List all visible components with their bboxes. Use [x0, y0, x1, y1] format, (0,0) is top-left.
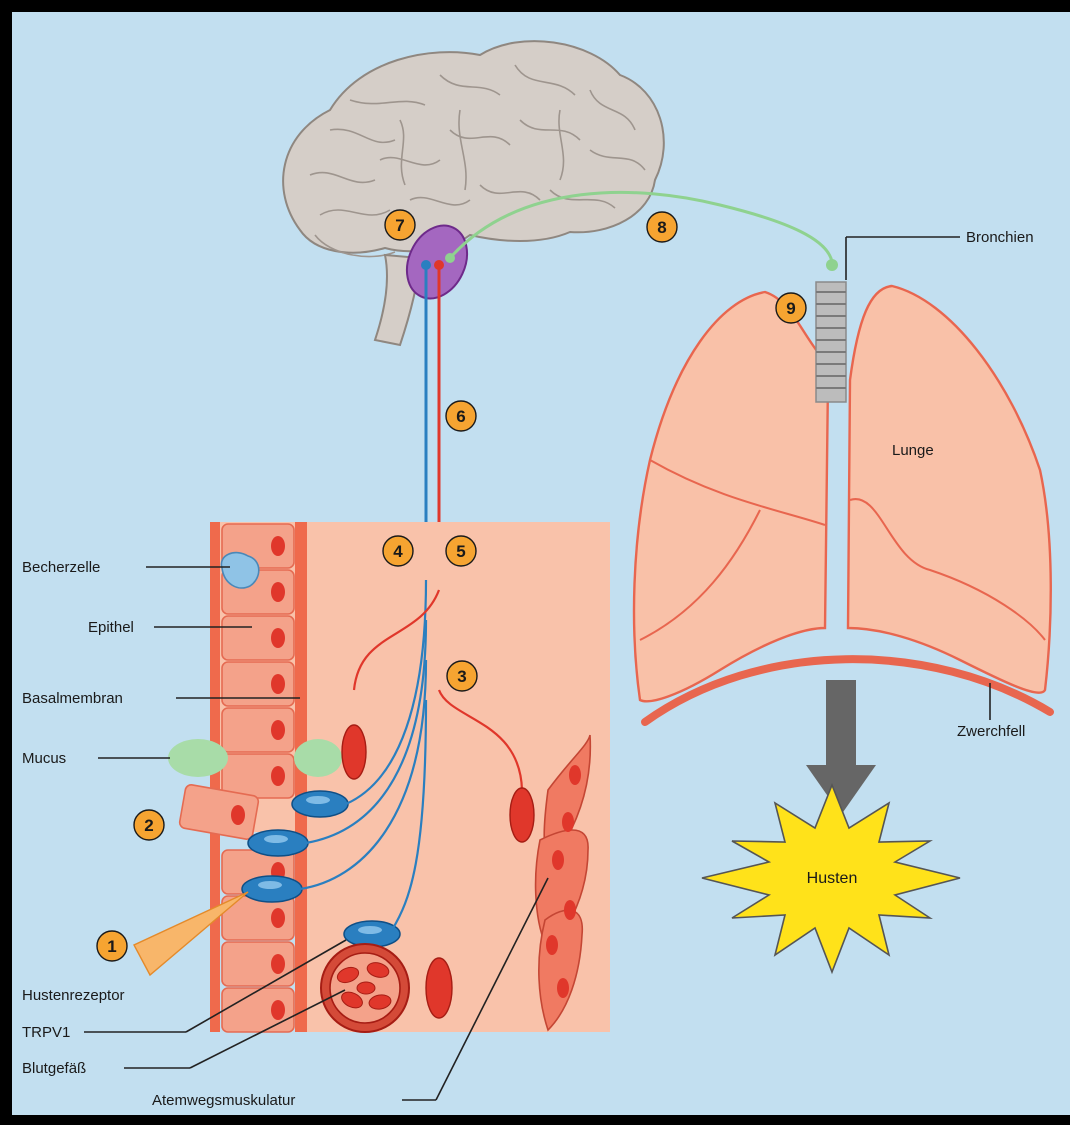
motor-varicosity-right: [510, 788, 534, 842]
step-badge-2: 2: [134, 810, 164, 840]
mucus-right: [294, 739, 342, 777]
label-husten: Husten: [807, 870, 858, 887]
bronchi: [816, 282, 846, 402]
step-badge-1: 1: [97, 931, 127, 961]
label-blutgefaess: Blutgefäß: [22, 1060, 86, 1077]
step-badge-9: 9: [776, 293, 806, 323]
label-trpv1: TRPV1: [22, 1024, 70, 1041]
basal-stripe-lower: [295, 832, 307, 1032]
label-zwerchfell: Zwerchfell: [957, 723, 1025, 740]
label-lunge: Lunge: [892, 442, 934, 459]
basal-stripe: [295, 522, 307, 832]
step-badge-5: 5: [446, 536, 476, 566]
mucus-left: [168, 739, 228, 777]
basement-membrane: [210, 522, 220, 832]
svg-text:3: 3: [457, 667, 466, 686]
label-hustenrezeptor: Hustenrezeptor: [22, 987, 125, 1004]
svg-text:1: 1: [107, 937, 116, 956]
svg-text:9: 9: [786, 299, 795, 318]
label-atemwegsmuskulatur: Atemwegsmuskulatur: [152, 1092, 295, 1109]
label-basalmembran: Basalmembran: [22, 690, 123, 707]
svg-text:4: 4: [393, 542, 403, 561]
svg-text:5: 5: [456, 542, 465, 561]
step-badge-3: 3: [447, 661, 477, 691]
svg-text:6: 6: [456, 407, 465, 426]
step-badge-8: 8: [647, 212, 677, 242]
label-epithel: Epithel: [88, 619, 134, 636]
label-mucus: Mucus: [22, 750, 66, 767]
basement-membrane-lower: [210, 832, 220, 1032]
step-badge-4: 4: [383, 536, 413, 566]
label-becherzelle: Becherzelle: [22, 559, 100, 576]
motor-varicosity-left: [342, 725, 366, 779]
sensory-nerve-terminal: [421, 260, 431, 270]
green-nerve-end: [445, 253, 455, 263]
motor-varicosity-bottom: [426, 958, 452, 1018]
step-badge-6: 6: [446, 401, 476, 431]
svg-text:2: 2: [144, 816, 153, 835]
svg-text:7: 7: [395, 216, 404, 235]
motor-nerve-terminal: [434, 260, 444, 270]
green-nerve-end-bronchi: [826, 259, 838, 271]
step-badge-7: 7: [385, 210, 415, 240]
svg-text:8: 8: [657, 218, 666, 237]
label-bronchien: Bronchien: [966, 229, 1034, 246]
blood-vessel: [321, 944, 409, 1032]
